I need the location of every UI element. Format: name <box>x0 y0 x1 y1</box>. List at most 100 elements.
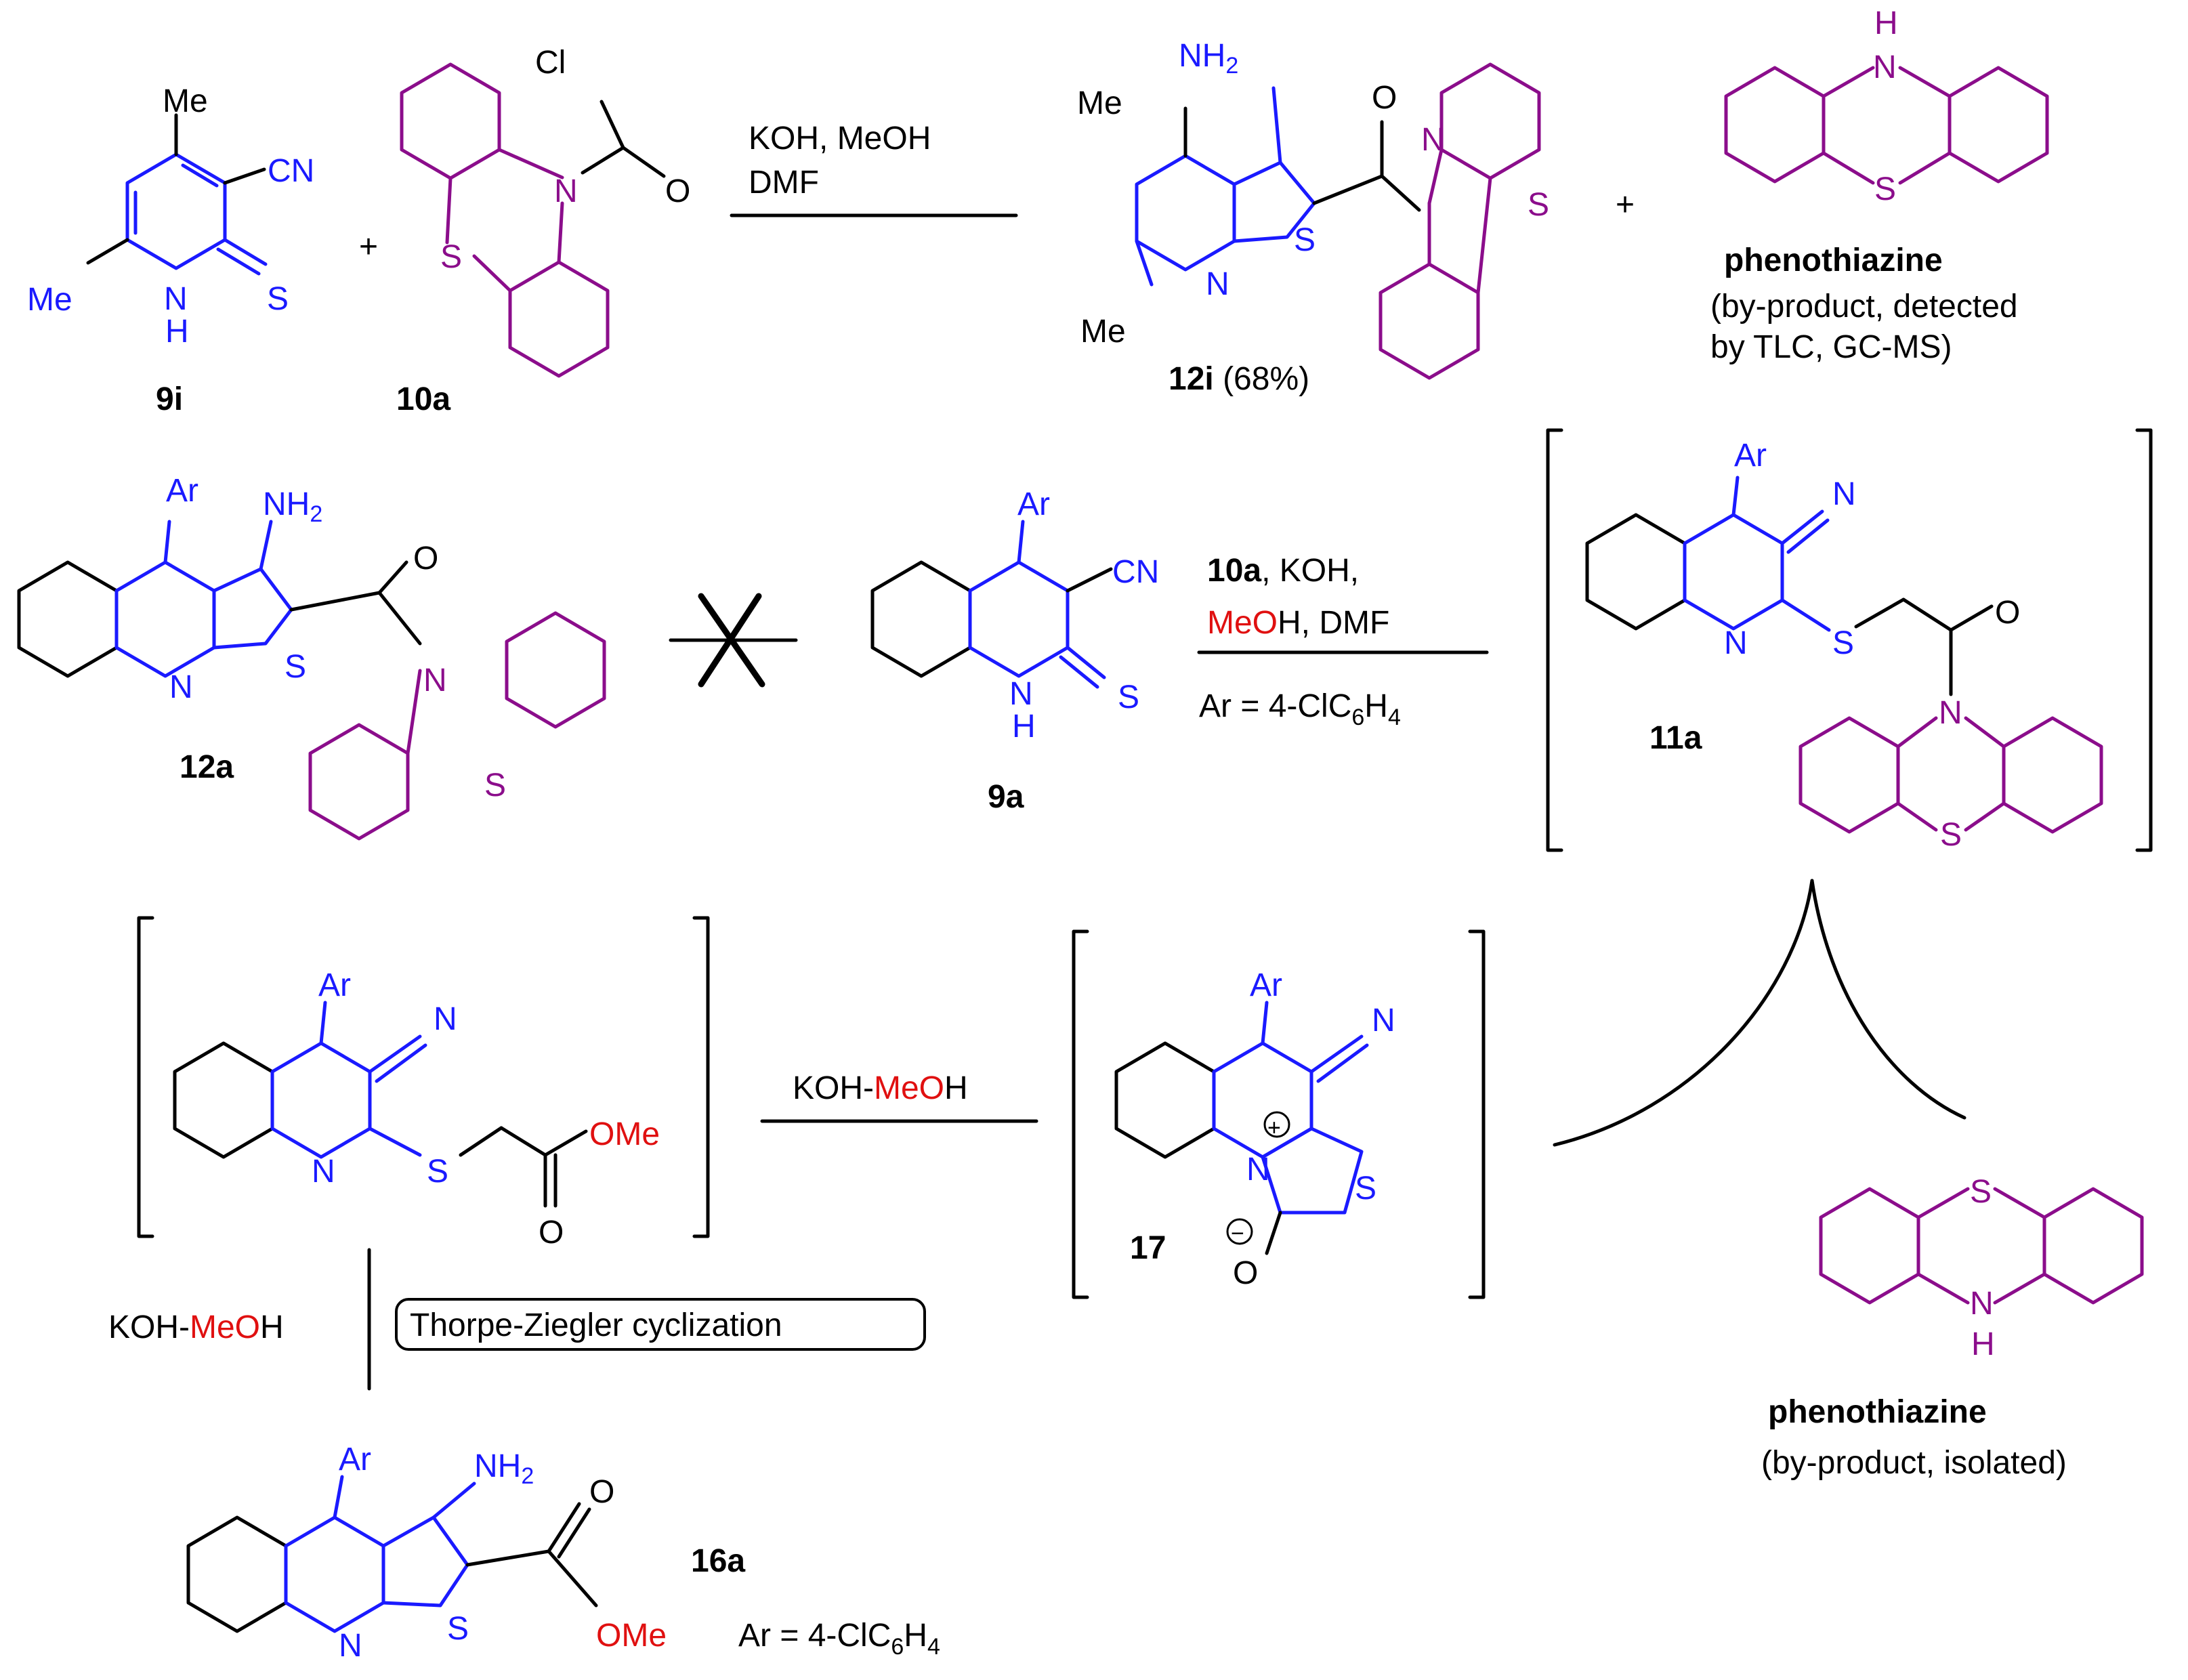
atom-o: O <box>413 541 438 576</box>
atom-s: S <box>427 1154 448 1190</box>
atom-n: N <box>1246 1152 1270 1188</box>
atom-n: N <box>1421 122 1445 158</box>
compound-9a: Ar CN N H S 9a <box>870 486 1159 815</box>
plus-sign: + <box>1616 187 1635 223</box>
atom-n: N <box>423 663 447 698</box>
atom-n: N <box>339 1628 362 1664</box>
atom-me: Me <box>1077 85 1122 121</box>
plus-charge: + <box>1267 1115 1281 1141</box>
atom-s: S <box>447 1611 469 1647</box>
intermediate-ester: Ar N N S OMe O <box>137 916 710 1251</box>
thorpe-ziegler-label: Thorpe-Ziegler cyclization <box>410 1307 782 1343</box>
label-9i: 9i <box>156 381 183 417</box>
atom-s: S <box>285 649 306 685</box>
atom-s: S <box>1355 1171 1376 1206</box>
atom-s: S <box>1940 817 1962 853</box>
compound-12a: Ar NH2 O N S N S 12a <box>17 473 606 841</box>
atom-ar: Ar <box>1734 438 1767 474</box>
atom-s: S <box>1874 171 1896 207</box>
arrow-reaction-2: 10a, KOH, MeOH, DMF Ar = 4-ClC6H4 <box>1197 553 1489 730</box>
atom-n: N <box>1372 1003 1395 1038</box>
atom-s: S <box>1832 625 1854 661</box>
condition-koh-meoh: KOH-MeOH <box>108 1309 284 1345</box>
atom-h: H <box>1012 709 1036 744</box>
condition-koh-meoh: KOH-MeOH <box>793 1070 968 1106</box>
negative-charge-icon <box>1226 1218 1253 1245</box>
atom-me: Me <box>1080 314 1126 350</box>
condition-meoh-dmf: MeOH, DMF <box>1207 605 1389 641</box>
atom-o: O <box>539 1215 564 1251</box>
arrow-methanolysis: KOH-MeOH <box>760 1070 1038 1123</box>
intermediate-17: Ar N N S + − O 17 <box>1072 929 1486 1299</box>
atom-n: N <box>1206 266 1229 302</box>
atom-cn: CN <box>268 153 314 189</box>
atom-s: S <box>484 768 506 803</box>
minus-charge: − <box>1231 1221 1244 1246</box>
condition-10a-koh: 10a, KOH, <box>1207 553 1359 589</box>
label-11a: 11a <box>1649 720 1702 756</box>
atom-h: H <box>1971 1326 1995 1362</box>
blocked-arrow <box>669 593 798 688</box>
arrow-cyclization: KOH-MeOH Thorpe-Ziegler cyclization <box>108 1248 926 1391</box>
plus-sign: + <box>359 229 378 265</box>
compound-9i: Me CN Me N H S 9i <box>27 83 314 417</box>
atom-ar: Ar <box>166 473 198 509</box>
atom-n: N <box>312 1154 335 1190</box>
atom-ar: Ar <box>318 967 351 1003</box>
atom-me: Me <box>163 83 208 119</box>
atom-h: H <box>165 314 189 350</box>
atom-nh2: NH2 <box>1179 38 1238 79</box>
branch-arrows <box>1553 879 1966 1147</box>
label-12a: 12a <box>180 749 234 785</box>
label-10a: 10a <box>396 381 450 417</box>
label-17: 17 <box>1130 1230 1166 1266</box>
condition-koh-meoh: KOH, MeOH <box>749 121 931 156</box>
atom-s: S <box>1294 222 1316 258</box>
intermediate-11a: Ar N N S O N S 11a <box>1546 428 2153 853</box>
atom-n: N <box>1832 476 1856 512</box>
atom-s: S <box>440 239 462 275</box>
atom-n: N <box>1873 49 1897 85</box>
compound-16a: Ar NH2 O N S OMe 16a Ar = 4-ClC6H4 <box>186 1442 940 1664</box>
atom-ome: OMe <box>589 1116 660 1152</box>
label-16a: 16a <box>691 1543 745 1579</box>
thorpe-ziegler-box <box>395 1298 926 1351</box>
atom-nh2: NH2 <box>474 1448 534 1489</box>
atom-n: N <box>434 1001 457 1037</box>
atom-cl: Cl <box>535 45 566 81</box>
phenothiazine-label: phenothiazine <box>1724 243 1943 278</box>
atom-s: S <box>267 281 289 317</box>
atom-ome: OMe <box>596 1618 667 1654</box>
compound-10a: Cl N S O 10a <box>396 45 690 417</box>
atom-s: S <box>1970 1174 1992 1210</box>
atom-ar: Ar <box>1017 486 1050 522</box>
atom-n: N <box>164 281 188 317</box>
atom-o: O <box>1995 595 2020 631</box>
phenothiazine-bottom: S N H phenothiazine (by-product, isolate… <box>1761 1174 2144 1481</box>
atom-o: O <box>665 173 690 209</box>
compound-12i: NH2 Me N S O N S Me 12i (68%) <box>1077 38 1549 397</box>
atom-cn: CN <box>1112 554 1159 590</box>
atom-nh2: NH2 <box>263 486 322 527</box>
byproduct-note: by TLC, GC-MS) <box>1710 329 1952 365</box>
label-12i: 12i (68%) <box>1169 361 1309 397</box>
label-9a: 9a <box>988 779 1024 815</box>
atom-h: H <box>1874 5 1898 41</box>
atom-o: O <box>1372 80 1397 116</box>
atom-n: N <box>169 669 193 705</box>
phenothiazine-top: N H S phenothiazine (by-product, detecte… <box>1710 5 2049 365</box>
byproduct-note: (by-product, detected <box>1710 289 2018 324</box>
condition-dmf: DMF <box>749 165 819 201</box>
positive-charge-icon <box>1263 1111 1290 1138</box>
atom-ar: Ar <box>339 1442 371 1477</box>
atom-n: N <box>1009 676 1033 712</box>
condition-ar-def: Ar = 4-ClC6H4 <box>1199 688 1401 730</box>
atom-o: O <box>589 1474 614 1510</box>
condition-ar-def: Ar = 4-ClC6H4 <box>738 1618 940 1660</box>
atom-n: N <box>1939 695 1962 731</box>
atom-n: N <box>554 173 578 209</box>
atom-me: Me <box>27 282 72 318</box>
atom-n: N <box>1724 625 1748 661</box>
phenothiazine-label: phenothiazine <box>1768 1394 1987 1430</box>
